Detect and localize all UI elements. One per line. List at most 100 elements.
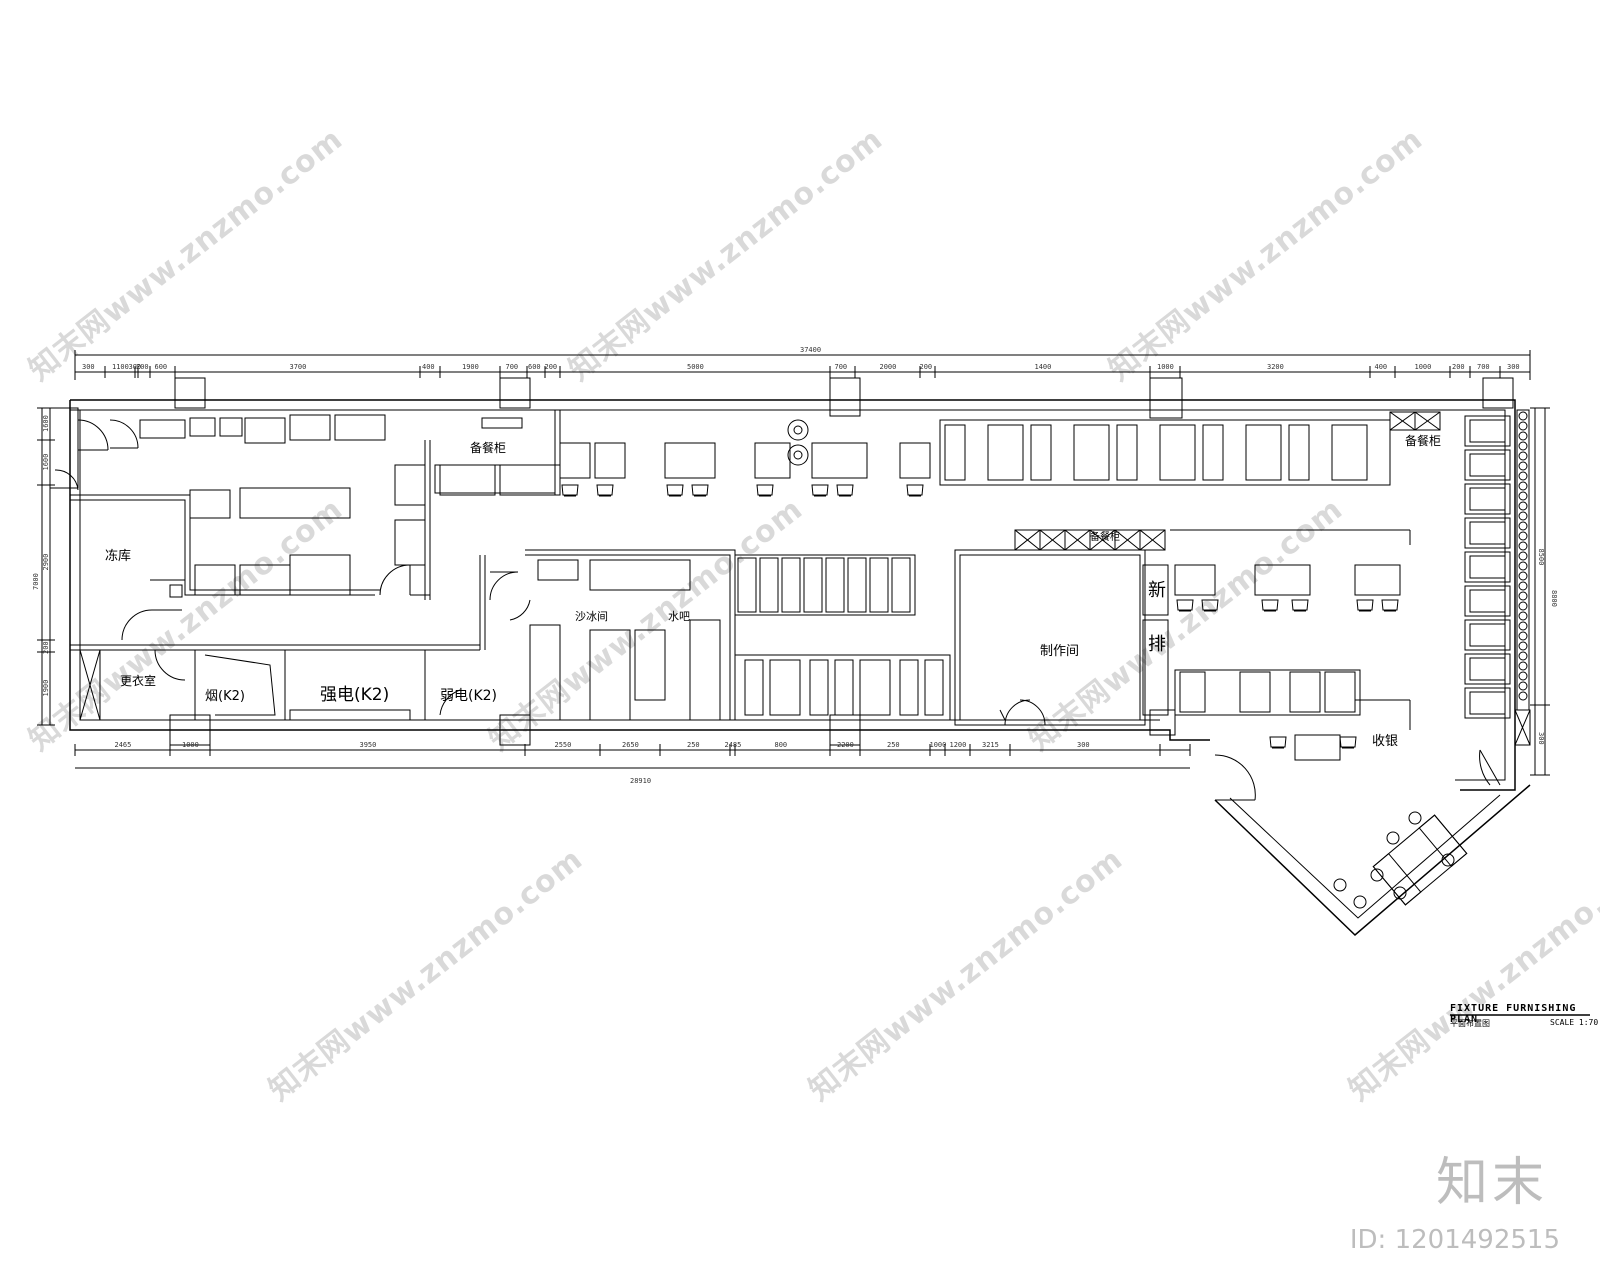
- dining-table: [1354, 564, 1401, 596]
- dining-table: [594, 442, 626, 479]
- booth-seat: [1464, 653, 1511, 685]
- decor-panel: [1518, 441, 1528, 451]
- booth-seat: [1464, 449, 1511, 481]
- service-cabinet: [1089, 529, 1116, 551]
- dim-label: 250: [687, 741, 700, 749]
- booth-seat: [1464, 415, 1511, 447]
- dim-label: 200: [920, 363, 933, 371]
- label-new: 新: [1148, 580, 1166, 601]
- chair: [1381, 599, 1399, 611]
- dim-label: 2900: [42, 554, 50, 571]
- chair: [1339, 736, 1357, 748]
- dim-overall-top: 37400: [800, 346, 821, 354]
- booth-seat: [1239, 671, 1271, 713]
- booth-seat: [1464, 551, 1511, 583]
- decor-panel: [1518, 681, 1528, 691]
- kitchen-equipment: [499, 464, 561, 496]
- dim-label: 700: [1477, 363, 1490, 371]
- booth-seat: [1464, 585, 1511, 617]
- booth-seat: [847, 557, 867, 613]
- booth-seat: [1289, 671, 1321, 713]
- dim-label: 200: [136, 363, 149, 371]
- booth-seat: [744, 659, 764, 716]
- booth-seat: [1464, 517, 1511, 549]
- dim-right-total: 8800: [1550, 590, 1558, 607]
- dim-label: 1000: [182, 741, 199, 749]
- booth-seat: [781, 557, 801, 613]
- plan-subtitle: 平面布置图: [1450, 1019, 1490, 1028]
- booth-seat: [859, 659, 891, 716]
- decor-panel: [1518, 421, 1528, 431]
- booth-seat: [1469, 419, 1506, 443]
- chair: [1261, 599, 1279, 611]
- dim-label: 3950: [360, 741, 377, 749]
- chair: [1356, 599, 1374, 611]
- dim-label: 1900: [462, 363, 479, 371]
- dining-table: [664, 442, 716, 479]
- decor-panel: [1518, 541, 1528, 551]
- chair: [596, 484, 614, 496]
- label-smoke: 烟(K2): [205, 689, 245, 704]
- decor-panel: [1518, 521, 1528, 531]
- brand-logo: 知末: [1435, 1153, 1548, 1213]
- label-power-weak: 弱电(K2): [440, 688, 497, 704]
- kitchen-equipment: [334, 414, 386, 441]
- dim-label: 3200: [1267, 363, 1284, 371]
- dim-label: 1100: [112, 363, 129, 371]
- decor-panel: [1518, 511, 1528, 521]
- label-water-bar: 水吧: [668, 610, 690, 623]
- dim-label: 200: [42, 641, 50, 654]
- booth-seat: [1469, 623, 1506, 647]
- dim-label: 2465: [115, 741, 132, 749]
- decor-panel: [1518, 471, 1528, 481]
- label-open-kitchen: 制作间: [1040, 644, 1079, 659]
- booth-seat: [737, 557, 757, 613]
- service-cabinet: [1064, 529, 1091, 551]
- image-id: ID: 1201492515: [1349, 1225, 1560, 1255]
- booth-seat: [891, 557, 911, 613]
- kitchen-equipment: [239, 487, 351, 519]
- chair: [691, 484, 709, 496]
- dim-label: 1000: [1157, 363, 1174, 371]
- chair: [836, 484, 854, 496]
- booth-seat: [769, 659, 801, 716]
- dim-label: 2485: [725, 741, 742, 749]
- booth-seat: [825, 557, 845, 613]
- dim-label: 1400: [1035, 363, 1052, 371]
- booth-seat: [1159, 424, 1196, 481]
- plan-title: FIXTURE FURNISHING PLAN: [1450, 1003, 1577, 1025]
- booth-seat: [944, 424, 966, 481]
- booth-seat: [1469, 555, 1506, 579]
- dim-label: 600: [528, 363, 541, 371]
- dining-table: [754, 442, 791, 479]
- label-service-station-1: 备餐柜: [470, 440, 506, 455]
- booth-seat: [1464, 483, 1511, 515]
- service-cabinet: [1514, 709, 1531, 746]
- booth-seat: [1469, 691, 1506, 715]
- dining-table: [1254, 564, 1311, 596]
- dining-table: [899, 442, 931, 479]
- decor-panel: [1518, 551, 1528, 561]
- dining-table: [559, 442, 591, 479]
- booth-seat: [1202, 424, 1224, 481]
- dim-label: 1000: [930, 741, 947, 749]
- label-service-station-2: 备餐柜: [1090, 530, 1120, 543]
- dining-table: [1174, 564, 1216, 596]
- label-cold-room: 冻库: [105, 548, 131, 564]
- dim-label: 700: [506, 363, 519, 371]
- decor-panel: [1518, 641, 1528, 651]
- booth-bench: [734, 554, 916, 616]
- service-cabinet: [1139, 529, 1166, 551]
- booth-seat: [1116, 424, 1138, 481]
- kitchen-equipment: [244, 417, 286, 444]
- booth-seat: [1469, 657, 1506, 681]
- dim-label: 1600: [42, 454, 50, 471]
- booth-seat: [899, 659, 919, 716]
- dim-overall-bottom: 28910: [630, 777, 651, 785]
- decor-panel: [1518, 501, 1528, 511]
- kitchen-equipment: [439, 464, 496, 496]
- booth-bench: [734, 654, 951, 721]
- decor-panel: [1518, 431, 1528, 441]
- chair: [811, 484, 829, 496]
- booth-seat: [1469, 453, 1506, 477]
